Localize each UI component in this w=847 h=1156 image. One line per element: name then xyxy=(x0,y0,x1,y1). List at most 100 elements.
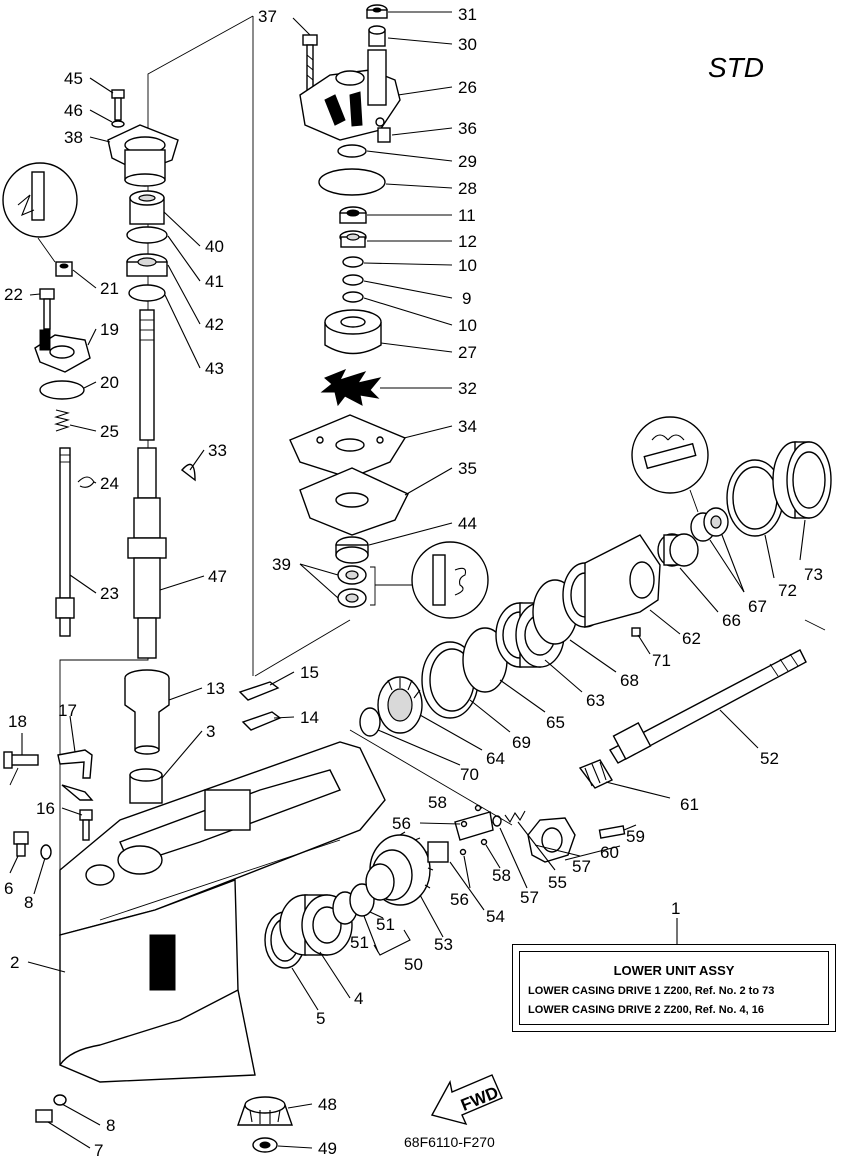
frame-line-top xyxy=(59,15,254,1065)
seals-part-39 xyxy=(337,565,367,608)
diagram-code: 68F6110-F270 xyxy=(404,1134,495,1150)
shift-rod-part-23 xyxy=(55,447,75,637)
bolt-part-45 xyxy=(111,89,125,121)
callout-52: 52 xyxy=(760,749,779,768)
callout-36: 36 xyxy=(458,119,477,138)
bolt-part-16 xyxy=(79,809,93,841)
seal-bracket xyxy=(370,566,376,606)
callout-20: 20 xyxy=(100,373,119,392)
tool-part-17 xyxy=(57,749,94,801)
callout-32: 32 xyxy=(458,379,477,398)
bearing-parts-51 xyxy=(332,883,375,925)
washer-part-10a xyxy=(342,256,364,268)
plug-part-7 xyxy=(35,1109,53,1123)
callout-58a: 58 xyxy=(428,793,447,812)
pinion-part-48 xyxy=(237,1096,293,1126)
assembly-info-inner: LOWER UNIT ASSY LOWER CASING DRIVE 1 Z20… xyxy=(519,951,829,1025)
callout-27: 27 xyxy=(458,343,477,362)
callout-1: 1 xyxy=(671,899,680,918)
seal-detail-leader-right xyxy=(689,489,699,513)
forward-direction-arrow xyxy=(430,1074,503,1126)
sleeve-part-13 xyxy=(124,669,170,755)
callout-49: 49 xyxy=(318,1139,337,1156)
callout-58b: 58 xyxy=(492,866,511,885)
callout-71: 71 xyxy=(652,651,671,670)
callout-18: 18 xyxy=(8,712,27,731)
bearing-part-66 xyxy=(657,533,699,567)
outer-plate-part-34 xyxy=(289,414,407,479)
callout-22: 22 xyxy=(4,285,23,304)
callout-63: 63 xyxy=(586,691,605,710)
grommet-part-31 xyxy=(366,4,388,19)
drive-shaft-part-47 xyxy=(127,309,167,659)
callout-37: 37 xyxy=(258,7,277,26)
variant-label: STD xyxy=(708,52,764,83)
callout-26: 26 xyxy=(458,78,477,97)
ring-nut-part-73 xyxy=(772,441,832,519)
callout-31: 31 xyxy=(458,5,477,24)
callout-53: 53 xyxy=(434,935,453,954)
callout-4: 4 xyxy=(354,989,363,1008)
pump-housing-part-26 xyxy=(299,49,401,141)
callout-60: 60 xyxy=(600,843,619,862)
plunger-part-54 xyxy=(427,811,494,863)
callout-65: 65 xyxy=(546,713,565,732)
seal-detail-circle-right xyxy=(631,416,709,494)
callout-62: 62 xyxy=(682,629,701,648)
grommet-part-30 xyxy=(368,25,386,47)
spring-part-25 xyxy=(54,409,70,432)
reverse-gear-part-64 xyxy=(377,676,423,734)
bearing-housing-part-38 xyxy=(107,124,179,187)
callout-50: 50 xyxy=(404,955,423,974)
callout-73: 73 xyxy=(804,565,823,584)
callout-70: 70 xyxy=(460,765,479,784)
clutch-part-60 xyxy=(527,817,576,863)
callout-34: 34 xyxy=(458,417,477,436)
washer-part-10b xyxy=(342,291,364,303)
pin-part-36 xyxy=(377,127,391,143)
callout-44: 44 xyxy=(458,514,477,533)
bearing-part-63 xyxy=(495,602,565,668)
plate-part-15 xyxy=(238,681,280,701)
callout-6: 6 xyxy=(4,879,13,898)
callout-43: 43 xyxy=(205,359,224,378)
callout-68: 68 xyxy=(620,671,639,690)
callout-64: 64 xyxy=(486,749,505,768)
callout-61: 61 xyxy=(680,795,699,814)
callout-10b: 10 xyxy=(458,316,477,335)
callout-9: 9 xyxy=(462,289,471,308)
callout-39: 39 xyxy=(272,555,291,574)
key-part-71 xyxy=(631,627,641,637)
callout-28: 28 xyxy=(458,179,477,198)
bushing-part-3 xyxy=(129,768,163,804)
callout-8b: 8 xyxy=(106,1116,115,1135)
washer-part-9 xyxy=(342,274,364,286)
callout-57b: 57 xyxy=(572,857,591,876)
callout-66: 66 xyxy=(722,611,741,630)
assembly-title: LOWER UNIT ASSY xyxy=(613,963,735,978)
callout-7: 7 xyxy=(94,1141,103,1156)
callout-54: 54 xyxy=(486,907,505,926)
shaft-frame-right2 xyxy=(804,619,826,631)
boot-part-19 xyxy=(34,329,91,373)
gasket-part-8b xyxy=(53,1094,67,1106)
cross-pin-part-59 xyxy=(598,825,626,839)
gasket-part-8a xyxy=(40,844,52,860)
o-ring-part-43 xyxy=(128,284,166,302)
plug-part-18 xyxy=(3,751,39,786)
callout-56b: 56 xyxy=(450,890,469,909)
o-ring-part-28 xyxy=(318,168,386,196)
propeller-shaft-part-52 xyxy=(609,649,807,764)
callout-47: 47 xyxy=(208,567,227,586)
callout-11: 11 xyxy=(458,206,476,225)
nut-part-49 xyxy=(252,1137,278,1153)
seal-part-11 xyxy=(339,206,367,224)
o-ring-part-20 xyxy=(39,380,85,400)
callout-38: 38 xyxy=(64,128,83,147)
callout-15: 15 xyxy=(300,663,319,682)
callout-57a: 57 xyxy=(520,888,539,907)
gasket-part-35 xyxy=(299,467,409,536)
callout-2: 2 xyxy=(10,953,19,972)
callout-30: 30 xyxy=(458,35,477,54)
